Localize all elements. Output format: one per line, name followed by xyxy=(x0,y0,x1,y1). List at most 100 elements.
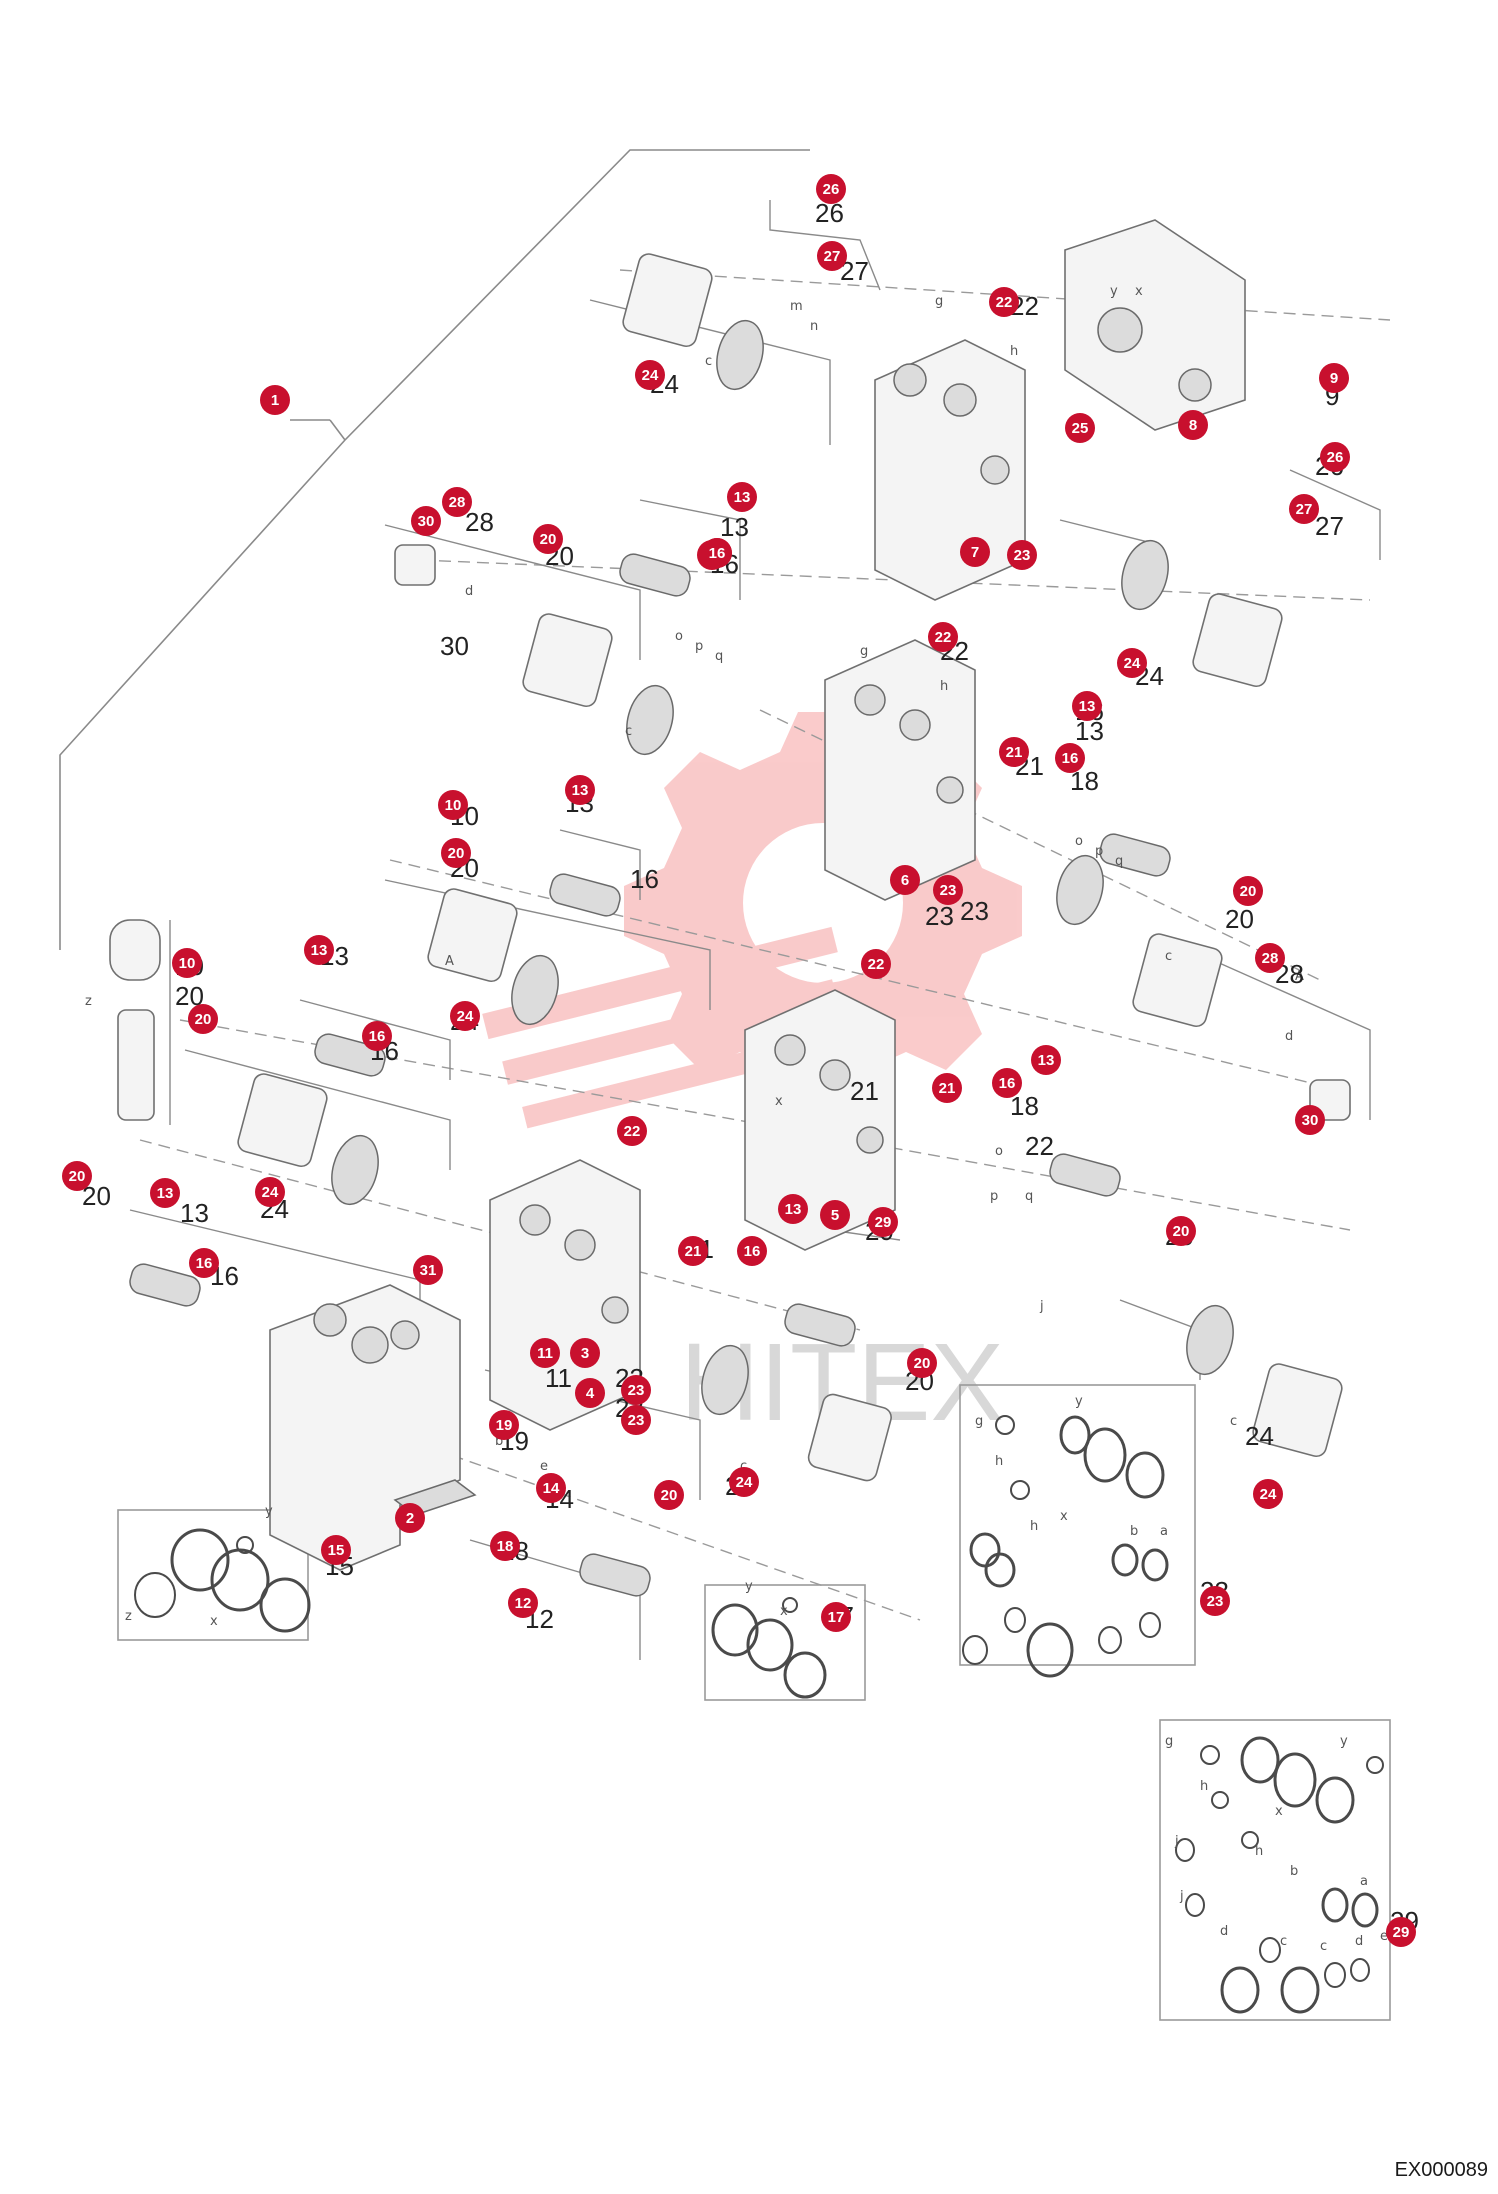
callout-28-circle xyxy=(1255,943,1285,973)
callout-1: 1 xyxy=(260,385,290,415)
svg-text:c: c xyxy=(1230,1414,1237,1429)
svg-text:13: 13 xyxy=(180,1198,209,1228)
callout-20: 20 xyxy=(188,1004,218,1034)
kit-17-rings xyxy=(711,1597,827,1699)
svg-text:20: 20 xyxy=(1225,904,1254,934)
svg-text:c: c xyxy=(625,724,632,739)
callout-16: 16 xyxy=(702,538,732,568)
callout-16: 16 xyxy=(1055,743,1085,773)
svg-text:24: 24 xyxy=(1245,1421,1274,1451)
svg-text:y: y xyxy=(1110,284,1118,299)
callout-28: 28 xyxy=(442,487,472,517)
callout-11: 11 xyxy=(530,1338,560,1368)
svg-text:d: d xyxy=(1220,1924,1228,1939)
callout-23: 23 xyxy=(1200,1586,1230,1616)
svg-text:j: j xyxy=(1039,1299,1044,1314)
callout-24: 24 xyxy=(255,1177,285,1207)
svg-text:e: e xyxy=(1380,1929,1388,1944)
svg-text:c: c xyxy=(1165,949,1172,964)
svg-text:g: g xyxy=(975,1414,983,1429)
callout-9-circle xyxy=(1319,363,1349,393)
svg-text:c: c xyxy=(1320,1939,1327,1954)
callout-6-circle xyxy=(890,865,920,895)
callout-6: 6 xyxy=(890,865,920,895)
valve-body-lower-middle xyxy=(744,989,896,1251)
callout-22-label: 22 xyxy=(868,956,885,973)
callout-13-label: 13 xyxy=(734,489,751,506)
svg-text:x: x xyxy=(210,1614,218,1629)
callout-27: 27 xyxy=(817,241,847,271)
callout-24-circle xyxy=(255,1177,285,1207)
callout-15-circle xyxy=(321,1535,351,1565)
callout-20-label: 20 xyxy=(195,1011,212,1028)
callout-21-circle xyxy=(932,1073,962,1103)
callout-2: 2 xyxy=(395,1503,425,1533)
callout-19-label: 19 xyxy=(496,1417,513,1434)
callout-25-circle xyxy=(1065,413,1095,443)
callout-27-circle xyxy=(1289,494,1319,524)
callout-17-circle xyxy=(821,1602,851,1632)
callout-20-label: 20 xyxy=(1173,1223,1190,1240)
callout-24-label: 24 xyxy=(457,1008,474,1025)
callout-20-label: 20 xyxy=(661,1487,678,1504)
svg-text:h: h xyxy=(1010,344,1018,359)
svg-text:d: d xyxy=(465,584,473,599)
callout-23-circle xyxy=(621,1405,651,1435)
callout-22-label: 22 xyxy=(996,294,1013,311)
svg-text:30: 30 xyxy=(440,631,469,661)
callout-13-circle xyxy=(1072,691,1102,721)
callout-13: 13 xyxy=(1031,1045,1061,1075)
callout-24-label: 24 xyxy=(642,367,659,384)
callout-20: 20 xyxy=(533,524,563,554)
callout-23-circle xyxy=(1200,1586,1230,1616)
svg-text:g: g xyxy=(1165,1734,1173,1749)
callout-9: 9 xyxy=(1319,363,1349,393)
seal-kit-boxes xyxy=(117,1384,1391,2021)
callout-8-circle xyxy=(1178,410,1208,440)
callout-13: 13 xyxy=(778,1194,808,1224)
callout-4: 4 xyxy=(575,1378,605,1408)
svg-text:j: j xyxy=(1179,1889,1184,1904)
callout-20-circle xyxy=(1233,876,1263,906)
callout-13-circle xyxy=(727,482,757,512)
svg-text:c: c xyxy=(740,1459,747,1474)
callout-18-circle xyxy=(490,1531,520,1561)
callout-5-circle xyxy=(820,1200,850,1230)
callout-badges: 1234567891010111213131313131313141516161… xyxy=(62,174,1416,1947)
svg-text:x: x xyxy=(1060,1509,1068,1524)
callout-13: 13 xyxy=(565,775,595,805)
callout-18: 18 xyxy=(490,1531,520,1561)
callout-21-circle xyxy=(678,1236,708,1266)
callout-16-label: 16 xyxy=(744,1243,761,1260)
callout-23-label: 23 xyxy=(1207,1593,1224,1610)
svg-text:b: b xyxy=(495,1434,503,1449)
callout-31-circle xyxy=(413,1255,443,1285)
callout-30: 30 xyxy=(411,506,441,536)
svg-text:o: o xyxy=(675,629,683,644)
callout-20-circle xyxy=(441,838,471,868)
callout-30-label: 30 xyxy=(418,513,435,530)
callout-1-circle xyxy=(260,385,290,415)
callout-26-circle xyxy=(1320,442,1350,472)
callout-24-label: 24 xyxy=(262,1184,279,1201)
svg-text:c: c xyxy=(1280,1934,1287,1949)
callout-24: 24 xyxy=(1253,1479,1283,1509)
callout-28: 28 xyxy=(1255,943,1285,973)
svg-text:y: y xyxy=(265,1504,273,1519)
callout-3-label: 3 xyxy=(581,1345,589,1362)
svg-text:x: x xyxy=(1275,1804,1283,1819)
callout-30-circle xyxy=(411,506,441,536)
valve-body-upper-middle xyxy=(824,639,976,901)
callout-16-circle xyxy=(702,538,732,568)
callout-27-circle xyxy=(817,241,847,271)
callout-21-label: 21 xyxy=(1006,744,1023,761)
callout-15: 15 xyxy=(321,1535,351,1565)
callout-16-label: 16 xyxy=(999,1075,1016,1092)
callout-8: 8 xyxy=(1178,410,1208,440)
svg-text:13: 13 xyxy=(720,512,749,542)
callout-26: 26 xyxy=(816,174,846,204)
callout-16-circle xyxy=(362,1021,392,1051)
callout-23: 23 xyxy=(933,875,963,905)
callout-16: 16 xyxy=(189,1248,219,1278)
